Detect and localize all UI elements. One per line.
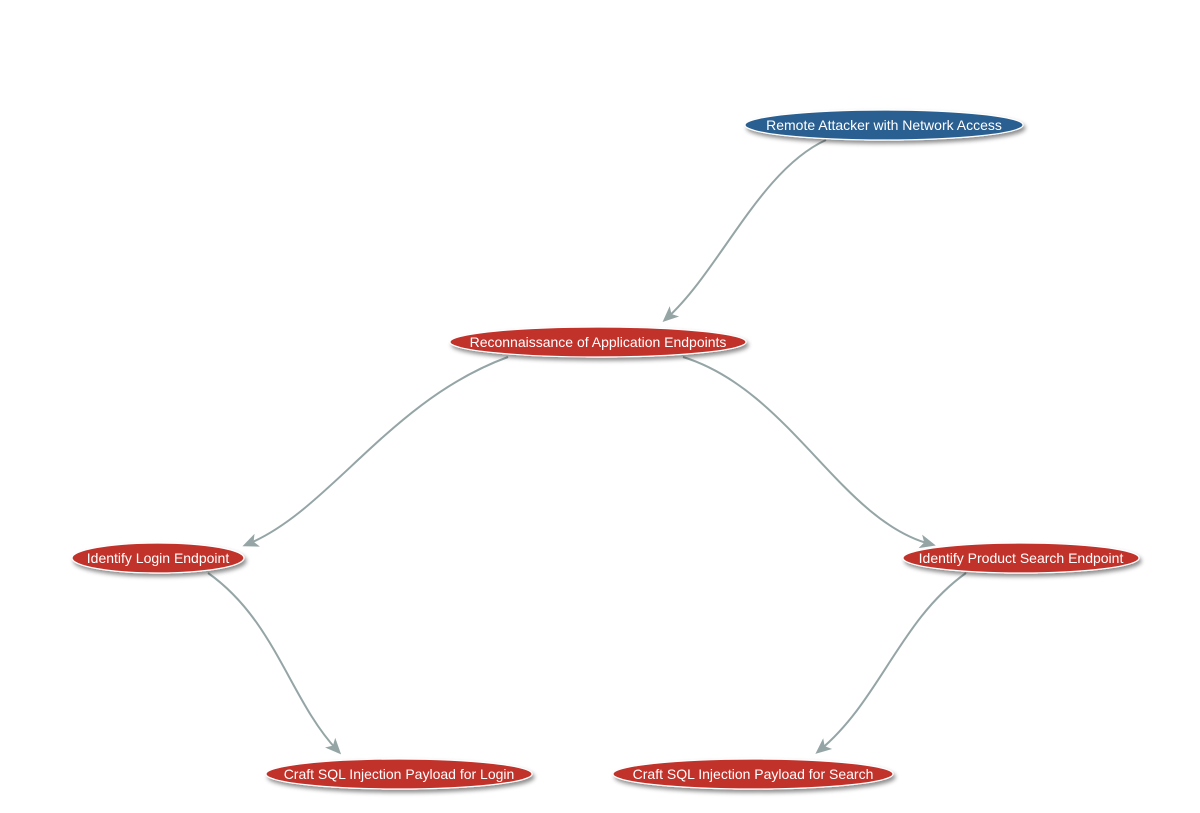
arrowhead-icon: [815, 738, 833, 754]
edge-line: [682, 356, 931, 545]
node-shape: [744, 109, 1024, 141]
node-label: Craft SQL Injection Payload for Search: [633, 766, 874, 782]
node-recon[interactable]: Reconnaissance of Application Endpoints: [449, 326, 747, 358]
nodes-layer: Remote Attacker with Network AccessRecon…: [71, 109, 1140, 790]
node-shape: [265, 758, 533, 790]
edge-line: [666, 139, 827, 319]
edge-line: [247, 356, 509, 545]
node-payload-login[interactable]: Craft SQL Injection Payload for Login: [265, 758, 533, 790]
arrowhead-icon: [662, 306, 680, 323]
edge-recon-to-login-endpoint: [242, 356, 509, 547]
edge-search-endpoint-to-payload-search: [815, 572, 967, 754]
node-login-endpoint[interactable]: Identify Login Endpoint: [71, 542, 245, 574]
edge-line: [819, 572, 967, 751]
edge-line: [207, 572, 338, 751]
edge-login-endpoint-to-payload-login: [207, 572, 342, 755]
node-shape: [612, 758, 894, 790]
node-payload-search[interactable]: Craft SQL Injection Payload for Search: [612, 758, 894, 790]
node-search-endpoint[interactable]: Identify Product Search Endpoint: [902, 542, 1140, 574]
node-label: Reconnaissance of Application Endpoints: [470, 334, 727, 350]
arrowhead-icon: [325, 737, 342, 755]
arrowhead-icon: [242, 533, 260, 547]
edges-layer: [207, 139, 967, 755]
edge-recon-to-search-endpoint: [682, 356, 936, 549]
node-shape: [902, 542, 1140, 574]
node-label: Identify Login Endpoint: [87, 550, 230, 566]
arrowhead-icon: [918, 534, 936, 549]
node-label: Identify Product Search Endpoint: [919, 550, 1124, 566]
node-label: Remote Attacker with Network Access: [766, 117, 1002, 133]
node-label: Craft SQL Injection Payload for Login: [284, 766, 515, 782]
edge-remote-attacker-to-recon: [662, 139, 827, 323]
node-shape: [71, 542, 245, 574]
node-shape: [449, 326, 747, 358]
node-remote-attacker[interactable]: Remote Attacker with Network Access: [744, 109, 1024, 141]
